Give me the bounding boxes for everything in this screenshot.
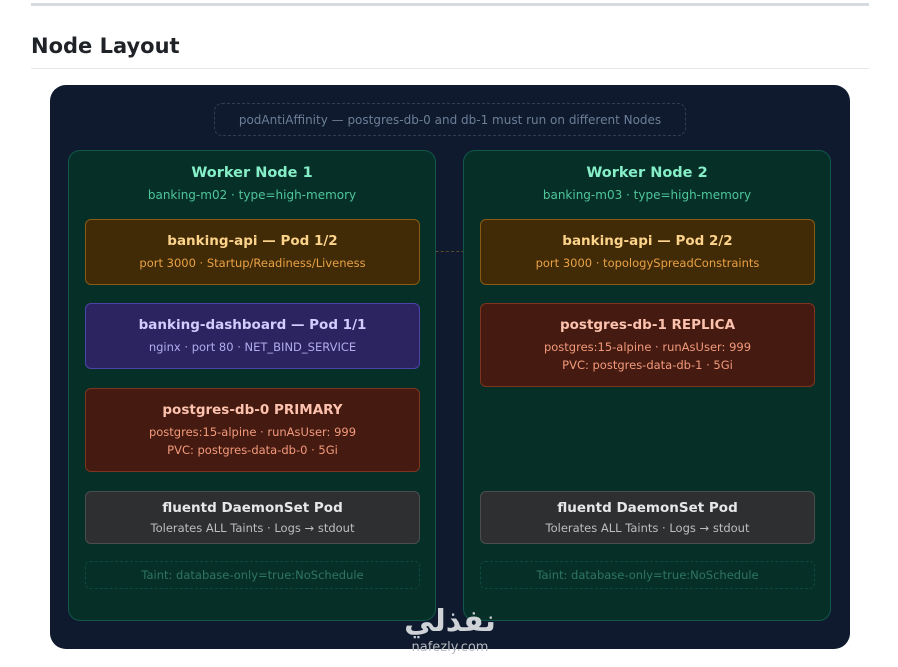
fluentd-pod-node-1: fluentd DaemonSet Pod Tolerates ALL Tain… (85, 491, 420, 544)
node-taint: Taint: database-only=true:NoSchedule (85, 561, 420, 589)
worker-node-2: Worker Node 2 banking-m03 · type=high-me… (463, 150, 831, 621)
banking-api-pod-1: banking-api — Pod 1/2 port 3000 · Startu… (85, 219, 420, 285)
pod-detail: port 3000 · topologySpreadConstraints (535, 256, 760, 270)
node-title: Worker Node 1 (191, 165, 313, 181)
banking-dashboard-pod: banking-dashboard — Pod 1/1 nginx · port… (85, 303, 420, 369)
heading-divider (31, 68, 869, 69)
watermark-url: nafezly.com (411, 640, 489, 655)
pod-detail: Tolerates ALL Taints · Logs → stdout (545, 521, 750, 535)
pod-title: fluentd DaemonSet Pod (162, 500, 343, 516)
postgres-db-0-pod: postgres-db-0 PRIMARY postgres:15-alpine… (85, 388, 420, 472)
pod-title: banking-api — Pod 2/2 (562, 233, 733, 249)
pod-title: postgres-db-0 PRIMARY (162, 402, 343, 418)
watermark-logo: نفذلي (404, 604, 496, 639)
section-heading: Node Layout (31, 34, 180, 58)
node-title: Worker Node 2 (586, 165, 708, 181)
fluentd-pod-node-2: fluentd DaemonSet Pod Tolerates ALL Tain… (480, 491, 815, 544)
node-layout-diagram: podAntiAffinity — postgres-db-0 and db-1… (50, 85, 850, 649)
pod-title: fluentd DaemonSet Pod (557, 500, 738, 516)
top-divider (31, 3, 869, 6)
worker-node-1: Worker Node 1 banking-m02 · type=high-me… (68, 150, 436, 621)
pod-detail: PVC: postgres-data-db-0 · 5Gi (167, 443, 338, 457)
node-taint: Taint: database-only=true:NoSchedule (480, 561, 815, 589)
pod-title: postgres-db-1 REPLICA (559, 317, 736, 333)
pod-detail: postgres:15-alpine · runAsUser: 999 (543, 340, 752, 354)
pod-title: banking-dashboard — Pod 1/1 (138, 317, 367, 333)
pod-detail: nginx · port 80 · NET_BIND_SERVICE (148, 340, 357, 354)
api-pods-connector (420, 251, 480, 252)
anti-affinity-note: podAntiAffinity — postgres-db-0 and db-1… (214, 103, 686, 136)
node-subtitle: banking-m03 · type=high-memory (542, 188, 752, 202)
postgres-db-1-pod: postgres-db-1 REPLICA postgres:15-alpine… (480, 303, 815, 387)
banking-api-pod-2: banking-api — Pod 2/2 port 3000 · topolo… (480, 219, 815, 285)
pod-detail: postgres:15-alpine · runAsUser: 999 (148, 425, 357, 439)
node-subtitle: banking-m02 · type=high-memory (147, 188, 357, 202)
pod-detail: port 3000 · Startup/Readiness/Liveness (139, 256, 366, 270)
watermark: نفذلي nafezly.com (380, 604, 520, 656)
pod-detail: PVC: postgres-data-db-1 · 5Gi (562, 358, 733, 372)
pod-title: banking-api — Pod 1/2 (167, 233, 338, 249)
pod-detail: Tolerates ALL Taints · Logs → stdout (150, 521, 355, 535)
